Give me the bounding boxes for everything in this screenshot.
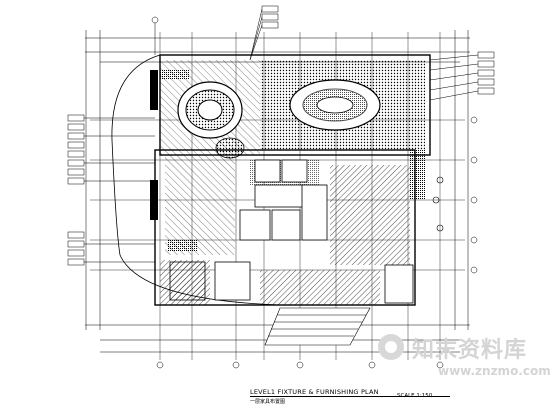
drawing-scale: SCALE 1:150 xyxy=(397,393,433,399)
interior-rooms xyxy=(169,159,414,304)
watermark-name: 知末资料库 xyxy=(412,338,528,363)
watermark-logo-icon xyxy=(378,334,404,360)
drawing-subtitle: 一层家具布置图 xyxy=(250,399,286,405)
grid-bubbles xyxy=(156,116,478,369)
furniture-blocks xyxy=(150,70,425,252)
watermark-url: www.znzmo.com xyxy=(438,364,551,378)
exterior-symbols xyxy=(432,176,444,232)
drawing-title: LEVEL1 FIXTURE & FURNISHING PLAN xyxy=(250,388,379,396)
title-underline xyxy=(250,396,450,397)
round-lounge-areas xyxy=(177,79,381,159)
right-callouts xyxy=(429,51,495,101)
watermark: 知末资料库 www.znzmo.com xyxy=(378,324,554,388)
left-callouts xyxy=(67,114,155,266)
entrance-stairs xyxy=(264,307,371,346)
top-callouts xyxy=(151,5,279,61)
